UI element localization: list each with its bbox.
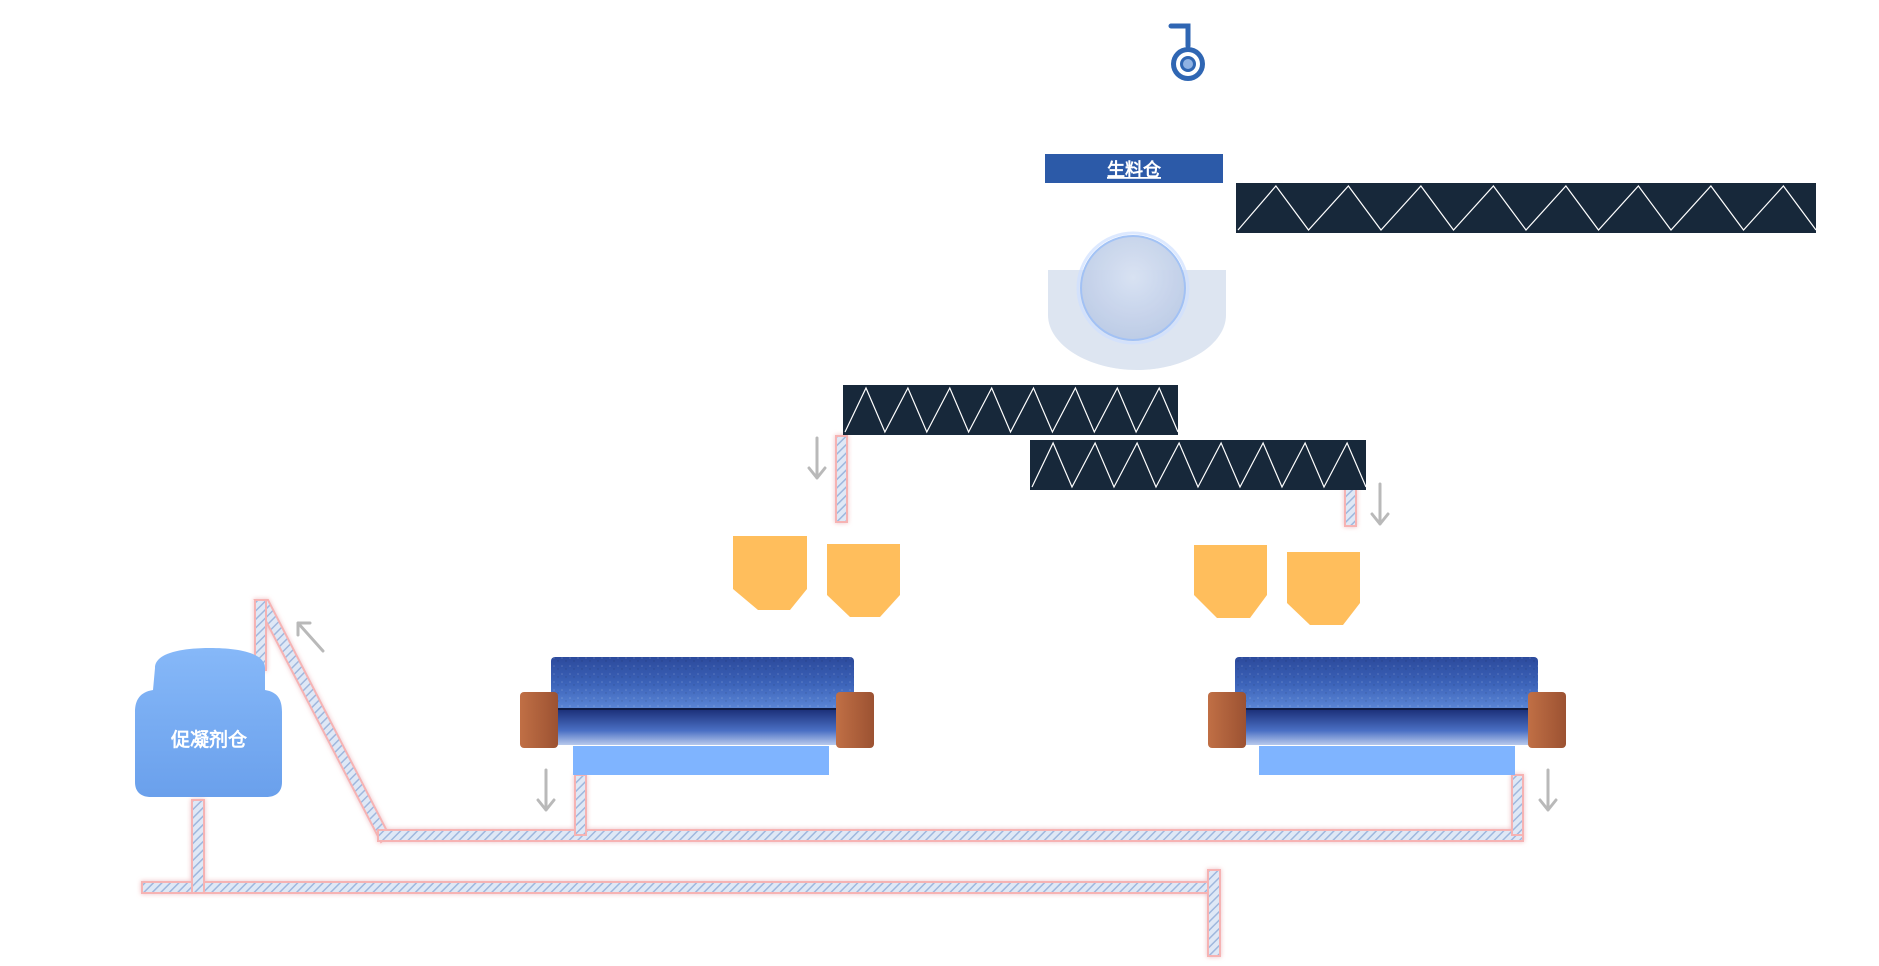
coagulant-bin-label: 促凝剂仓	[170, 728, 248, 751]
coagulant-bin-body	[135, 648, 282, 797]
left-conveyor-drop-pipe	[835, 435, 848, 523]
hoppers	[733, 536, 1360, 625]
arrow-down-icon	[1370, 482, 1390, 526]
valve-icon	[1168, 23, 1205, 81]
main-downpipe	[1207, 869, 1221, 957]
hopper	[733, 536, 807, 610]
raw-material-bin: 生料仓	[1045, 154, 1223, 183]
roller-drum-right	[1208, 657, 1566, 775]
screw-conveyor-mid	[843, 385, 1179, 435]
raw-material-bin-label: 生料仓	[1107, 159, 1162, 181]
arrow-down-icon	[536, 768, 556, 812]
drum-end-cap	[520, 692, 558, 748]
separator-ball	[1080, 235, 1186, 341]
arrow-down-icon	[1538, 768, 1558, 812]
coagulant-bin: 促凝剂仓	[135, 648, 282, 797]
separator	[1048, 231, 1226, 370]
screw-conveyor-top	[1236, 183, 1817, 233]
screw-conveyor-low	[1030, 440, 1367, 490]
hopper	[1194, 545, 1267, 618]
roller-drum-left	[520, 657, 874, 775]
lower-horizontal-pipe	[141, 881, 1221, 894]
arrow-down-icon	[807, 436, 827, 480]
hopper	[1287, 552, 1360, 625]
pipes	[141, 435, 1524, 957]
screw-flight	[1237, 185, 1817, 231]
drum-end-cap	[1528, 692, 1566, 748]
drum-tray	[573, 746, 829, 775]
arrow-up-left-icon	[296, 621, 325, 653]
drum-end-cap	[836, 692, 874, 748]
flow-arrows	[296, 436, 1558, 812]
hopper	[827, 544, 900, 617]
tank-outlet-pipe	[191, 799, 205, 894]
screw-flight	[844, 386, 1179, 434]
conveyor-body	[1030, 440, 1366, 490]
conveyor-body	[1236, 183, 1816, 233]
drum-end-cap	[1208, 692, 1246, 748]
left-drum-riser	[574, 774, 587, 836]
right-drum-riser	[1511, 774, 1524, 836]
drum-tray	[1259, 746, 1515, 775]
conveyor-body	[843, 385, 1178, 435]
raw-material-bin-bar	[1045, 154, 1223, 183]
screw-flight	[1031, 441, 1367, 489]
upper-horizontal-pipe	[377, 829, 1524, 842]
